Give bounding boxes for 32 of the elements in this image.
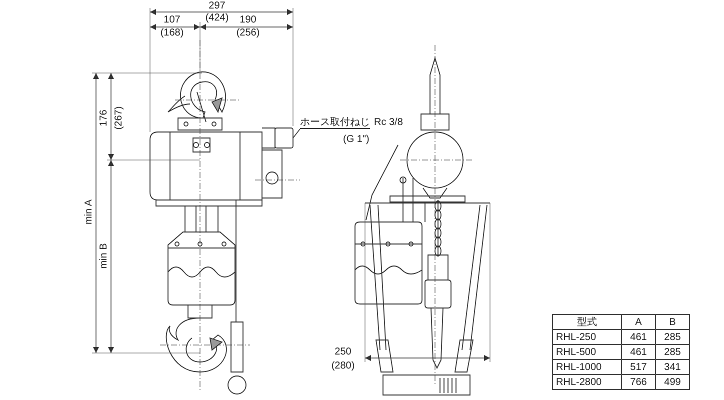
- table-cell: 341: [656, 360, 690, 374]
- dimension-label: (424): [205, 12, 229, 24]
- thread-size-label: Rc 3/8: [374, 117, 403, 128]
- table-cell: 461: [622, 330, 656, 344]
- dimension-label: min A: [84, 200, 94, 224]
- leader-line: [292, 128, 300, 138]
- table-cell: RHL-2800: [552, 374, 622, 390]
- table-cell: 517: [622, 360, 656, 374]
- table-header-cell: A: [622, 314, 656, 330]
- dimension-label: 176: [98, 110, 110, 126]
- dimension-label: min B: [98, 243, 110, 269]
- table-cell: 766: [622, 374, 656, 390]
- dimension-label: (256): [236, 28, 260, 38]
- thread-size-label: (G 1"): [343, 134, 370, 145]
- table-header-cell: B: [656, 314, 690, 330]
- dimension-label: 190: [240, 14, 256, 26]
- hose-fitting: [274, 128, 294, 148]
- dimension-label: (267): [114, 106, 124, 130]
- table-cell: RHL-500: [552, 344, 622, 360]
- dimension-label: 250: [334, 346, 352, 358]
- table-cell: RHL-250: [552, 330, 622, 344]
- dimension-label: (168): [160, 28, 184, 38]
- table-cell: 499: [656, 374, 690, 390]
- hose-label: ホース取付ねじ: [300, 117, 370, 129]
- dimension-label: 297: [208, 0, 226, 12]
- dimension-label: (280): [331, 360, 355, 372]
- table-cell: 461: [622, 344, 656, 360]
- dimension-label: 107: [164, 14, 180, 26]
- table-header-cell: 型式: [552, 314, 622, 330]
- table-cell: RHL-1000: [552, 360, 622, 374]
- table-cell: 285: [656, 344, 690, 360]
- table-cell: 285: [656, 330, 690, 344]
